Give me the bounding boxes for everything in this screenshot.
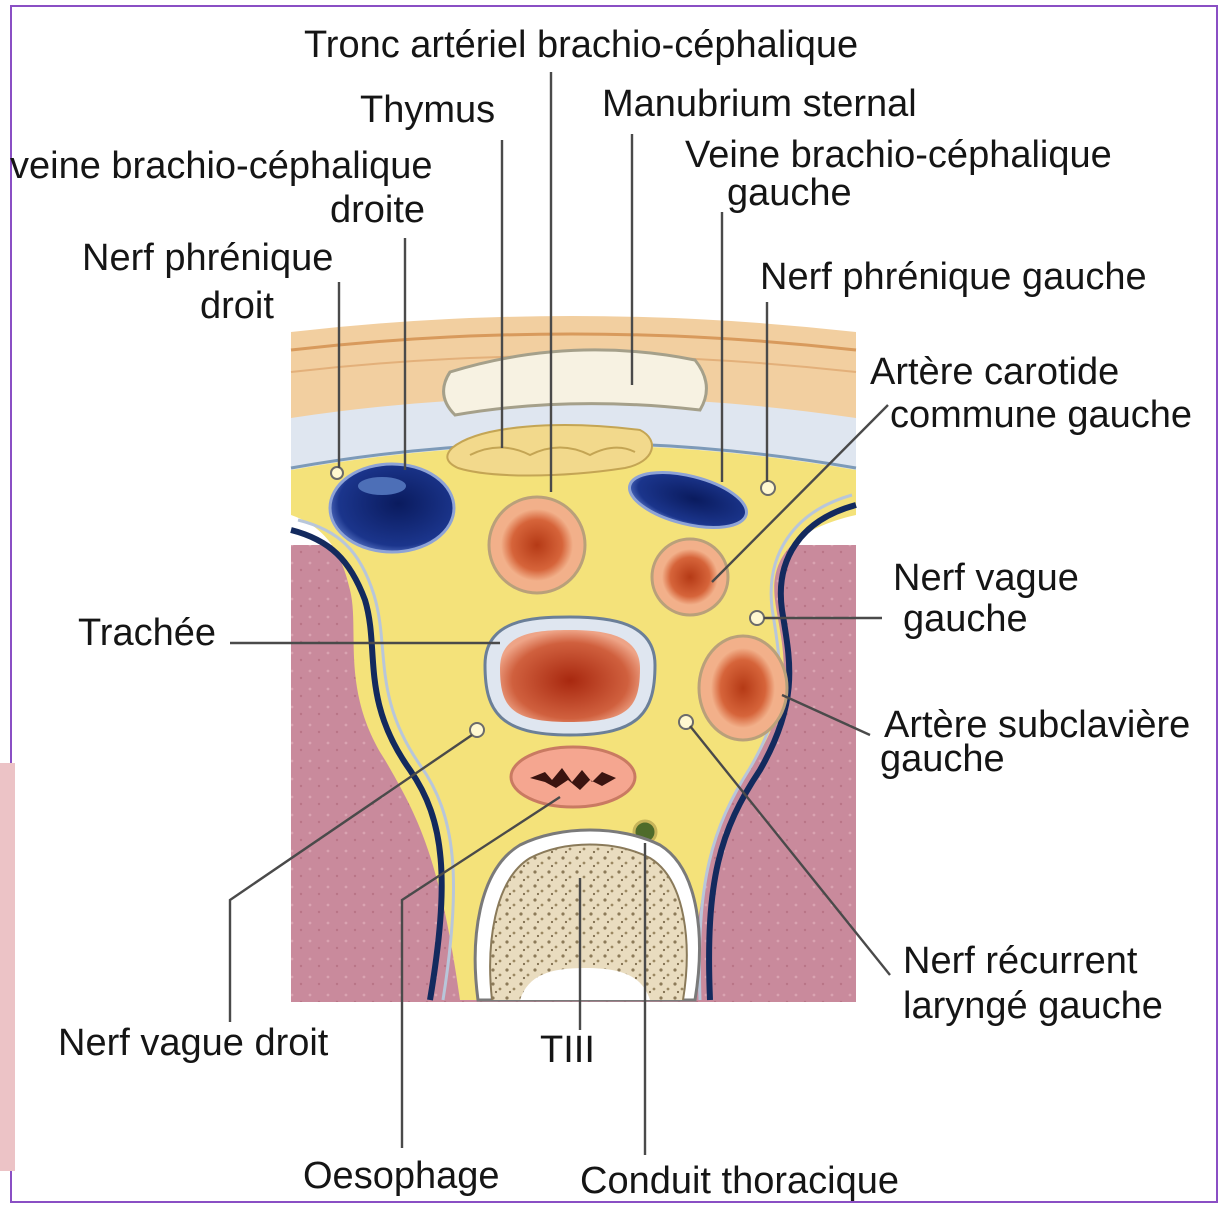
brachiocephalic-trunk — [501, 509, 573, 581]
vein-highlight — [358, 477, 406, 495]
label-carotide-1: Artère carotide — [870, 351, 1119, 393]
label-nerf-vague-gauche-1: Nerf vague — [893, 557, 1079, 599]
right-brachiocephalic-vein — [330, 464, 454, 552]
label-trachee: Trachée — [78, 612, 216, 654]
right-vagus-nerve — [470, 723, 484, 737]
label-tronc-arteriel: Tronc artériel brachio-céphalique — [304, 24, 858, 66]
label-veine-droite-2: droite — [330, 189, 425, 231]
left-subclavian-artery — [711, 648, 775, 728]
label-conduit-thoracique: Conduit thoracique — [580, 1160, 899, 1202]
left-common-carotid — [662, 549, 718, 605]
label-veine-gauche-2: gauche — [727, 172, 852, 214]
label-veine-gauche-1: Veine brachio-céphalique — [685, 134, 1112, 176]
left-vagus-nerve — [750, 611, 764, 625]
label-oesophage: Oesophage — [303, 1155, 500, 1197]
trachea-lumen — [500, 630, 640, 722]
label-thymus: Thymus — [360, 89, 495, 131]
label-veine-droite-1: veine brachio-céphalique — [10, 145, 433, 187]
label-recurrent-1: Nerf récurrent — [903, 940, 1138, 982]
right-phrenic-nerve — [331, 467, 343, 479]
label-carotide-2: commune gauche — [890, 394, 1192, 436]
label-recurrent-2: laryngé gauche — [903, 985, 1163, 1027]
pink-block — [0, 763, 15, 1171]
left-phrenic-nerve — [761, 481, 775, 495]
label-nerf-phrenique-droit-1: Nerf phrénique — [82, 237, 333, 279]
label-manubrium: Manubrium sternal — [602, 83, 917, 125]
label-nerf-phrenique-droit-2: droit — [200, 285, 274, 327]
oesophagus-outer — [511, 747, 635, 807]
label-nerf-vague-droit: Nerf vague droit — [58, 1022, 329, 1064]
label-subclaviere-2: gauche — [880, 738, 1005, 780]
label-nerf-vague-gauche-2: gauche — [903, 598, 1028, 640]
label-nerf-phrenique-gauche: Nerf phrénique gauche — [760, 256, 1147, 298]
label-vertebre: TIII — [540, 1029, 595, 1071]
